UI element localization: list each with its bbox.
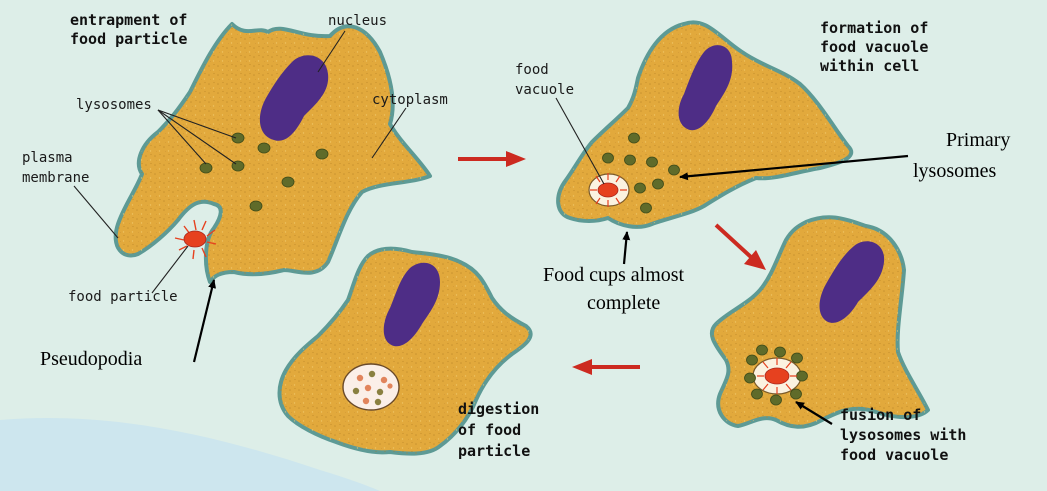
nucleus-label: nucleus	[328, 13, 387, 29]
cytoplasm-label: cytoplasm	[372, 92, 448, 108]
stage-1-title: entrapment of food particle	[70, 11, 196, 48]
digestion-vacuole-4	[343, 364, 399, 410]
food-particle-label: food particle	[68, 289, 178, 305]
lysosomes-label: lysosomes	[76, 97, 152, 113]
pseudopodia-annotation: Pseudopodia	[40, 348, 142, 370]
food-vacuole-2	[589, 173, 629, 207]
